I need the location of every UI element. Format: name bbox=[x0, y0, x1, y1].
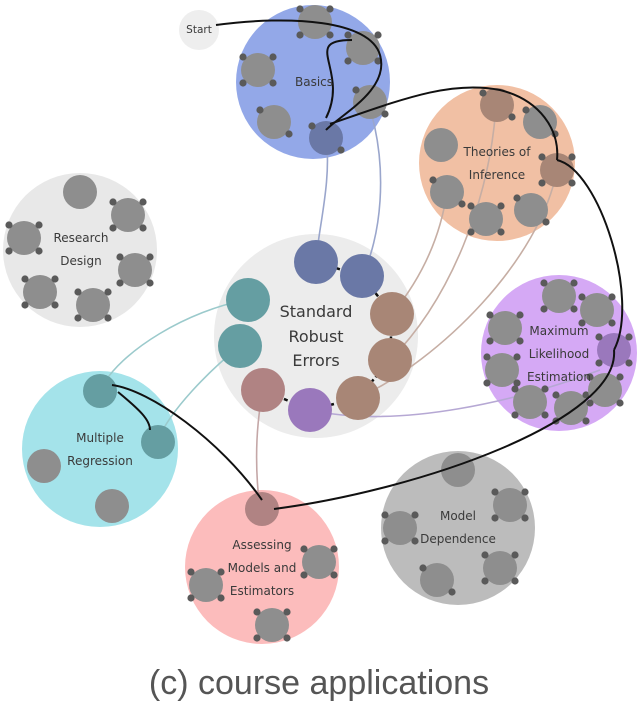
node-research-6[interactable] bbox=[76, 288, 110, 322]
node-basics-4[interactable] bbox=[353, 85, 387, 119]
node-mr-2[interactable] bbox=[141, 425, 175, 459]
node-mle-2[interactable] bbox=[488, 311, 522, 345]
label-model-2: Dependence bbox=[420, 532, 496, 546]
label-research-2: Design bbox=[60, 254, 101, 268]
node-sre-2[interactable] bbox=[340, 254, 384, 298]
node-sre-9[interactable] bbox=[226, 278, 270, 322]
node-theories-2[interactable] bbox=[424, 128, 458, 162]
node-am-1[interactable] bbox=[245, 492, 279, 526]
node-am-3[interactable] bbox=[189, 568, 223, 602]
node-research-1[interactable] bbox=[63, 175, 97, 209]
cluster-labels: Start Basics Theories of Inference Resea… bbox=[53, 24, 590, 598]
label-mle-3: Estimation bbox=[527, 370, 591, 384]
node-sre-8[interactable] bbox=[218, 324, 262, 368]
node-theories-5[interactable] bbox=[430, 175, 464, 209]
node-basics-6[interactable] bbox=[309, 121, 343, 155]
node-mle-6[interactable] bbox=[513, 385, 547, 419]
label-model-1: Model bbox=[440, 509, 476, 523]
node-md-2[interactable] bbox=[493, 488, 527, 522]
node-md-5[interactable] bbox=[420, 563, 454, 597]
label-standard-3: Errors bbox=[292, 351, 339, 370]
standard-ring bbox=[218, 240, 414, 432]
node-mle-5[interactable] bbox=[485, 353, 519, 387]
label-standard-2: Robust bbox=[288, 327, 343, 346]
label-theories-1: Theories of bbox=[463, 145, 532, 159]
course-path bbox=[111, 19, 624, 510]
node-research-4[interactable] bbox=[118, 253, 152, 287]
cluster-assessing-models[interactable] bbox=[185, 490, 339, 644]
node-basics-5[interactable] bbox=[257, 105, 291, 139]
node-basics-3[interactable] bbox=[346, 31, 380, 65]
node-theories-3[interactable] bbox=[523, 105, 557, 139]
node-mle-1[interactable] bbox=[542, 279, 576, 313]
label-start: Start bbox=[186, 24, 212, 36]
sub-nodes bbox=[5, 5, 633, 642]
node-am-4[interactable] bbox=[255, 608, 289, 642]
node-mr-4[interactable] bbox=[95, 489, 129, 523]
node-sre-5[interactable] bbox=[336, 376, 380, 420]
node-sre-1[interactable] bbox=[294, 240, 338, 284]
figure-caption: (c) course applications bbox=[149, 664, 489, 702]
label-multiple-1: Multiple bbox=[76, 431, 124, 445]
node-md-3[interactable] bbox=[383, 511, 417, 545]
node-mr-1[interactable] bbox=[83, 374, 117, 408]
node-am-2[interactable] bbox=[302, 545, 336, 579]
node-md-4[interactable] bbox=[483, 551, 517, 585]
node-research-3[interactable] bbox=[7, 221, 41, 255]
node-sre-7[interactable] bbox=[241, 368, 285, 412]
label-multiple-2: Regression bbox=[67, 454, 133, 468]
node-sre-4[interactable] bbox=[368, 338, 412, 382]
label-basics: Basics bbox=[295, 75, 333, 89]
node-theories-7[interactable] bbox=[514, 193, 548, 227]
cluster-start[interactable] bbox=[179, 10, 219, 50]
node-mr-3[interactable] bbox=[27, 449, 61, 483]
node-basics-2[interactable] bbox=[241, 53, 275, 87]
node-mle-8[interactable] bbox=[588, 373, 622, 407]
label-research-1: Research bbox=[53, 231, 108, 245]
node-mle-3[interactable] bbox=[580, 293, 614, 327]
node-theories-4[interactable] bbox=[540, 153, 574, 187]
node-research-5[interactable] bbox=[23, 275, 57, 309]
node-research-2[interactable] bbox=[111, 198, 145, 232]
label-assessing-1: Assessing bbox=[232, 538, 291, 552]
label-mle-2: Likelihood bbox=[529, 347, 590, 361]
node-sre-3[interactable] bbox=[370, 292, 414, 336]
node-sre-6[interactable] bbox=[288, 388, 332, 432]
label-theories-2: Inference bbox=[469, 168, 525, 182]
label-assessing-3: Estimators bbox=[230, 584, 294, 598]
label-assessing-2: Models and bbox=[228, 561, 297, 575]
node-theories-6[interactable] bbox=[469, 202, 503, 236]
label-mle-1: Maximum bbox=[529, 324, 588, 338]
label-standard-1: Standard bbox=[280, 302, 353, 321]
node-theories-1[interactable] bbox=[480, 88, 514, 122]
